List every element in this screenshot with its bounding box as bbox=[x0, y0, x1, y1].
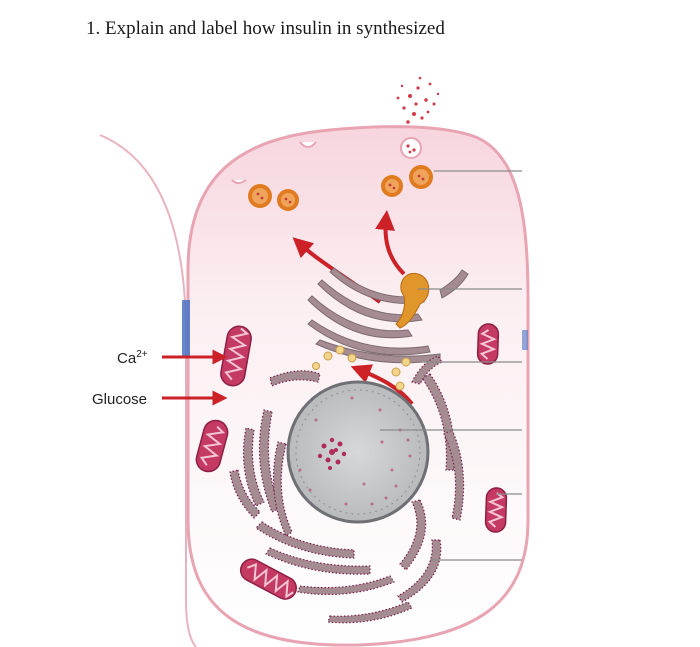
question-text: 1. Explain and label how insulin in synt… bbox=[86, 18, 445, 40]
transport-vesicles bbox=[312, 345, 411, 391]
chromatin bbox=[298, 396, 412, 506]
label-leader-lines bbox=[380, 170, 522, 561]
membrane-notch bbox=[231, 179, 247, 184]
fusing-vesicle-contents bbox=[406, 144, 416, 154]
secretory-vesicles bbox=[248, 165, 433, 211]
membrane-notch bbox=[299, 141, 317, 148]
membrane-channel bbox=[182, 300, 190, 356]
mitochondria bbox=[195, 323, 508, 600]
exocytosis-release bbox=[396, 76, 440, 124]
nucleus bbox=[286, 380, 430, 524]
transport-arrow bbox=[350, 364, 414, 406]
nucleolus bbox=[317, 437, 347, 470]
question-number: 1. bbox=[86, 18, 101, 39]
transport-arrow bbox=[375, 210, 406, 276]
ca-label: Ca2+ bbox=[117, 349, 148, 367]
question-body: Explain and label how insulin in synthes… bbox=[105, 18, 445, 39]
fusing-vesicle bbox=[400, 137, 422, 159]
mitochondrion bbox=[484, 487, 508, 533]
neighbor-cell-outline bbox=[99, 134, 197, 647]
rough-endoplasmic-reticulum bbox=[229, 355, 465, 624]
golgi-vesicle-bud bbox=[395, 272, 430, 329]
mitochondrion bbox=[476, 323, 500, 365]
membrane-channel bbox=[522, 330, 528, 350]
glucose-label: Glucose bbox=[92, 391, 147, 408]
mitochondrion bbox=[195, 419, 229, 473]
mitochondrion bbox=[239, 558, 297, 600]
